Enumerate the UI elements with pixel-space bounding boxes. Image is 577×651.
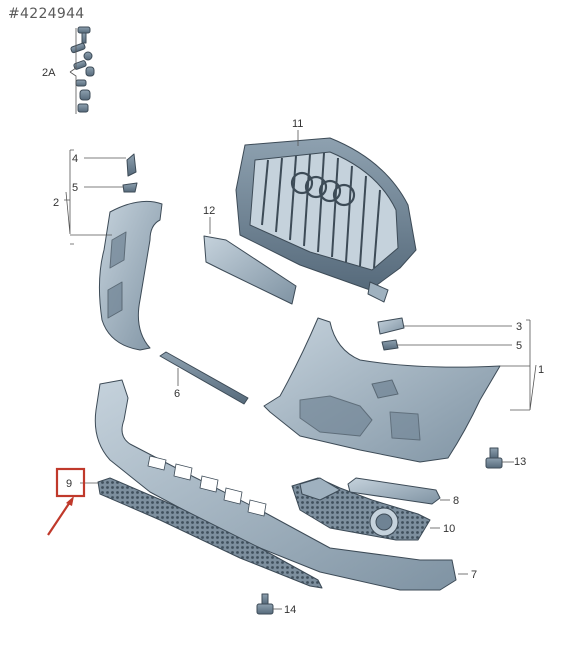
screw-13 (485, 447, 514, 469)
callout-6: 6 (174, 388, 180, 400)
callout-7: 7 (471, 569, 477, 581)
pointer-arrow (47, 496, 74, 536)
lower-spoiler-7 (94, 379, 468, 591)
bumper-cover (263, 317, 537, 463)
callout-2a: 2A (42, 67, 56, 79)
side-bracket-left (64, 149, 163, 351)
radiator-grille (235, 130, 417, 303)
callout-8: 8 (453, 495, 459, 507)
callout-11: 11 (292, 118, 303, 130)
callout-13: 13 (514, 456, 526, 468)
highlight-box-item-9 (55, 467, 86, 498)
diagram-reference-number: #4224944 (8, 6, 85, 22)
callout-9: 9 (66, 478, 72, 490)
callout-2: 2 (53, 197, 59, 209)
fog-lamp-grille-10 (291, 477, 440, 541)
callout-14: 14 (284, 604, 296, 616)
callout-5-left: 5 (72, 182, 78, 194)
trim-strip-8 (347, 477, 450, 505)
callout-4-left: 4 (72, 153, 78, 165)
screw-14 (256, 593, 282, 615)
callout-12: 12 (203, 205, 215, 217)
callout-5-right: 5 (516, 340, 522, 352)
callout-3: 3 (516, 321, 522, 333)
callout-1: 1 (538, 364, 544, 376)
screw-set-2a (69, 26, 95, 114)
moulding-strip-6 (159, 351, 249, 405)
callout-10: 10 (443, 523, 455, 535)
license-plate-bracket (203, 217, 297, 305)
clip-set-right (377, 317, 512, 351)
